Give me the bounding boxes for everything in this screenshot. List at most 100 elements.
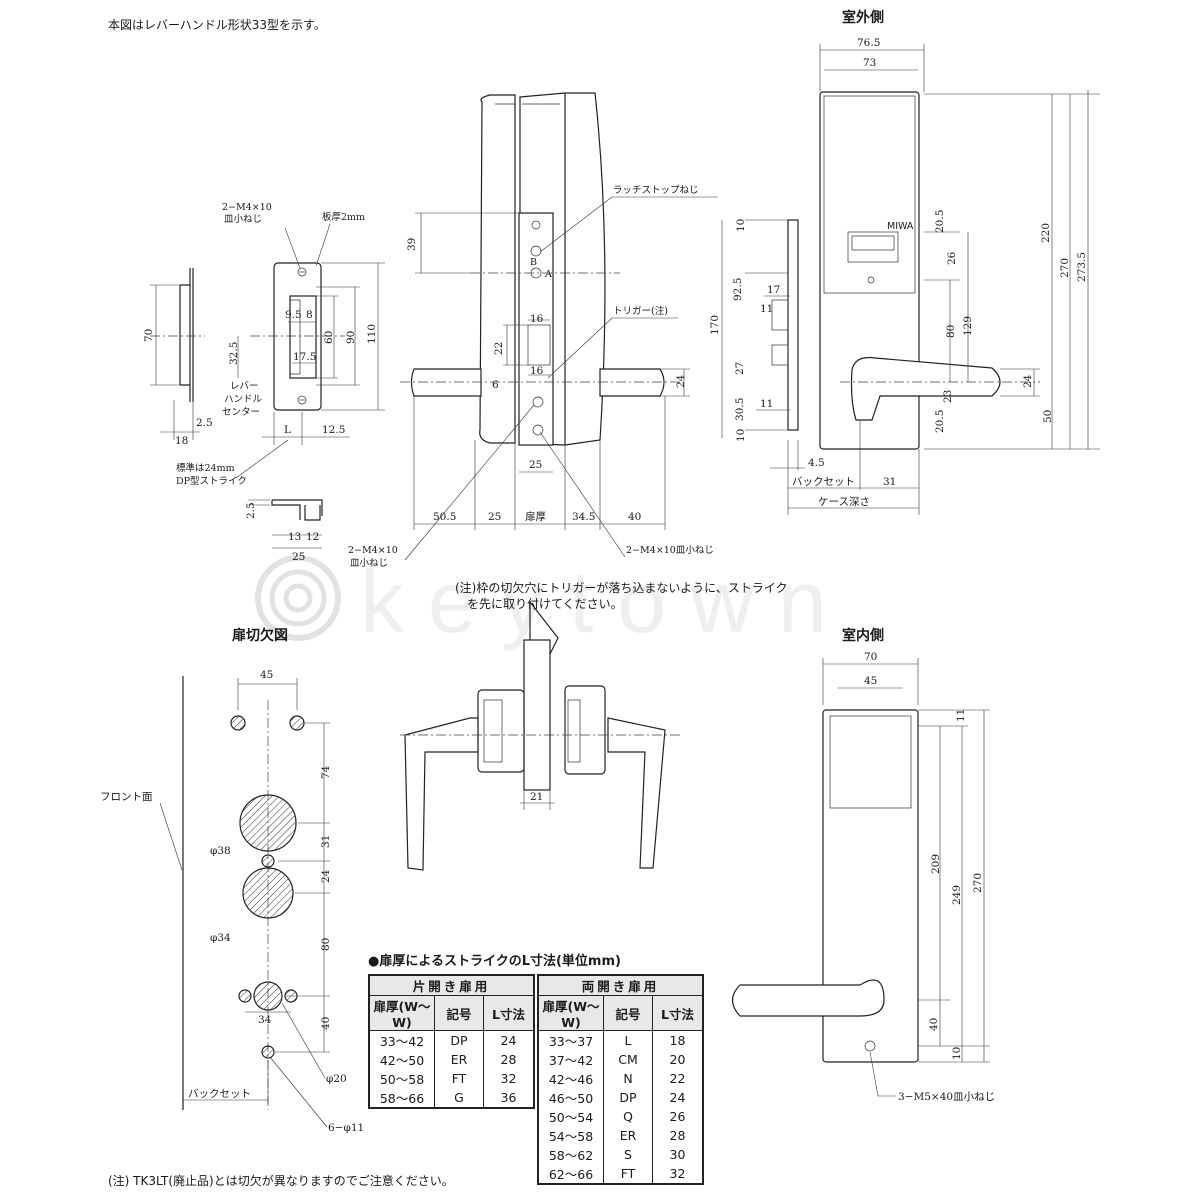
dim-24-cut: 24 — [320, 869, 332, 883]
dim-17.5: 17.5 — [293, 351, 316, 363]
double-cell: 30 — [669, 1147, 686, 1162]
dim-22: 22 — [493, 342, 505, 355]
table-row: 42〜50 ER 28 — [370, 1050, 533, 1069]
double-cell: 32 — [669, 1166, 686, 1181]
single-door-table: 片開き扉用 扉厚(W〜W) 記号 L寸法 33〜42 DP 24 42〜50 E… — [368, 974, 535, 1109]
dim-23: 23 — [942, 390, 954, 403]
dim-4.5: 4.5 — [808, 457, 825, 469]
dim-25-door: 25 — [488, 511, 501, 523]
dim-70: 70 — [143, 329, 155, 342]
double-cell: 46〜50 — [539, 1088, 604, 1107]
label-screw-2m4x10-bl: 2−M4×10 — [348, 545, 398, 556]
dim-16-a: 16 — [530, 313, 544, 325]
dim-80-out: 80 — [945, 325, 957, 338]
label-backset-cut: バックセット — [188, 1088, 251, 1100]
double-cell: 22 — [669, 1071, 686, 1086]
double-cell: 54〜58 — [539, 1126, 604, 1145]
dim-27: 27 — [734, 362, 746, 375]
trigger-note: (注)枠の切欠穴にトリガーが落ち込まないように、ストライク を先に取り付けてくだ… — [455, 580, 788, 612]
double-cell: ER — [603, 1126, 653, 1145]
dim-8: 8 — [306, 309, 313, 321]
label-dp-strike: DP型ストライク — [176, 476, 247, 487]
dim-50-out: 50 — [1042, 410, 1054, 423]
dim-21: 21 — [530, 791, 543, 803]
label-lever-center-2: ハンドル — [224, 394, 263, 405]
point-b: B — [530, 257, 537, 268]
double-cell: 50〜54 — [539, 1107, 604, 1126]
single-cell: ER — [434, 1050, 484, 1069]
double-header-code: 記号 — [603, 995, 653, 1031]
label-phi20: φ20 — [326, 1073, 347, 1085]
single-cell: FT — [434, 1069, 484, 1088]
single-header-code: 記号 — [434, 995, 484, 1031]
dim-17: 17 — [767, 284, 780, 296]
double-cell: 20 — [669, 1052, 686, 1067]
strike-table-title: ●扉厚によるストライクのL寸法(単位mm) — [368, 954, 621, 969]
label-phi34: φ34 — [210, 932, 231, 944]
dim-40-in: 40 — [928, 1018, 940, 1031]
dim-129: 129 — [962, 316, 974, 336]
single-header-l: L寸法 — [483, 995, 533, 1031]
dim-10-in: 10 — [951, 1047, 963, 1060]
dp-strike-section: 2.5 13 12 25 — [245, 499, 323, 563]
dim-270-out: 270 — [1059, 258, 1071, 278]
dim-40-side: 40 — [628, 511, 641, 523]
label-phi38: φ38 — [210, 845, 231, 857]
label-front-face: フロント面 — [100, 791, 153, 803]
dim-220: 220 — [1040, 223, 1052, 243]
strike-side-view: 70 18 2.5 — [143, 268, 213, 447]
dim-10-a: 10 — [735, 219, 747, 232]
dim-50.5: 50.5 — [433, 511, 456, 523]
dim-2.5-b: 2.5 — [245, 502, 257, 519]
dim-45-in: 45 — [864, 675, 877, 687]
double-cell: 33〜37 — [539, 1030, 604, 1050]
single-cell: 24 — [500, 1033, 517, 1048]
strike-front-view: 110 90 60 9.5 8 17.5 32.5 L 12.5 — [228, 262, 385, 445]
label-latch-stop-screw: ラッチストップねじ — [613, 185, 699, 196]
dim-11-in: 11 — [955, 709, 967, 722]
dim-11-b: 11 — [760, 398, 773, 410]
dim-24-out: 24 — [1022, 374, 1034, 388]
dim-25-strike: 25 — [292, 551, 305, 563]
dim-L: L — [284, 424, 291, 436]
single-header-thickness: 扉厚(W〜W) — [370, 995, 435, 1031]
dim-80-cut: 80 — [320, 938, 332, 951]
label-case-depth: ケース深さ — [818, 496, 870, 508]
indoor-view: 70 45 11 209 249 270 40 10 3−M5×40皿小ねじ — [731, 651, 995, 1103]
dim-24-side: 24 — [675, 374, 687, 388]
double-cell: N — [603, 1069, 653, 1088]
table-row: 58〜66 G 36 — [370, 1088, 533, 1107]
single-cell: DP — [434, 1030, 484, 1050]
double-cell: 62〜66 — [539, 1164, 604, 1183]
dim-40-cut: 40 — [320, 1017, 332, 1030]
double-cell: DP — [603, 1088, 653, 1107]
dim-45-cut: 45 — [260, 669, 273, 681]
label-door-thickness: 扉厚 — [525, 510, 546, 523]
dim-70-in: 70 — [864, 651, 877, 663]
title-door-cutout: 扉切欠図 — [232, 627, 288, 644]
dim-90: 90 — [345, 331, 357, 344]
dim-11-a: 11 — [760, 303, 773, 315]
dim-170: 170 — [709, 315, 721, 335]
watermark: keytown — [255, 552, 827, 651]
dim-270-in: 270 — [972, 873, 984, 893]
dim-60: 60 — [323, 331, 335, 344]
dim-31: 31 — [883, 476, 896, 488]
double-cell: S — [603, 1145, 653, 1164]
single-cell: 42〜50 — [370, 1050, 435, 1069]
dim-76.5: 76.5 — [857, 37, 880, 49]
double-cell: L — [603, 1030, 653, 1050]
drawing-note-lever: 本図はレバーハンドル形状33型を示す。 — [108, 18, 326, 32]
dim-20.5-a: 20.5 — [934, 210, 946, 233]
dim-12.5: 12.5 — [322, 424, 345, 436]
point-a: A — [544, 269, 552, 280]
title-indoor: 室内側 — [842, 627, 884, 644]
single-cell: 50〜58 — [370, 1069, 435, 1088]
